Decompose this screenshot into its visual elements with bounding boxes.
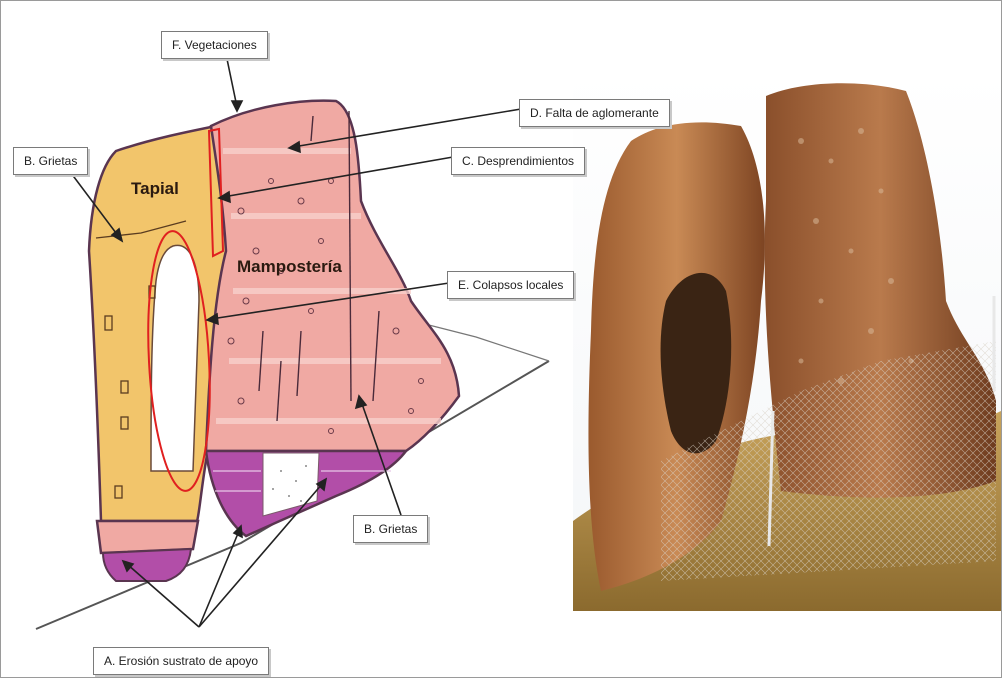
tower-photo (573, 71, 1001, 611)
tapial-label: Tapial (131, 179, 179, 199)
tapial-base (97, 521, 198, 553)
tapial-substrate (103, 549, 191, 581)
tower-cavity (661, 273, 732, 453)
label-colapsos-locales: E. Colapsos locales (447, 271, 574, 299)
label-falta-aglomerante: D. Falta de aglomerante (519, 99, 670, 127)
label-grietas-bottom: B. Grietas (353, 515, 428, 543)
label-grietas-top: B. Grietas (13, 147, 88, 175)
label-erosion: A. Erosión sustrato de apoyo (93, 647, 269, 675)
label-desprendimientos: C. Desprendimientos (451, 147, 585, 175)
tower-sketch (36, 101, 549, 629)
label-vegetaciones: F. Vegetaciones (161, 31, 268, 59)
mamposteria-label: Mampostería (237, 257, 342, 277)
